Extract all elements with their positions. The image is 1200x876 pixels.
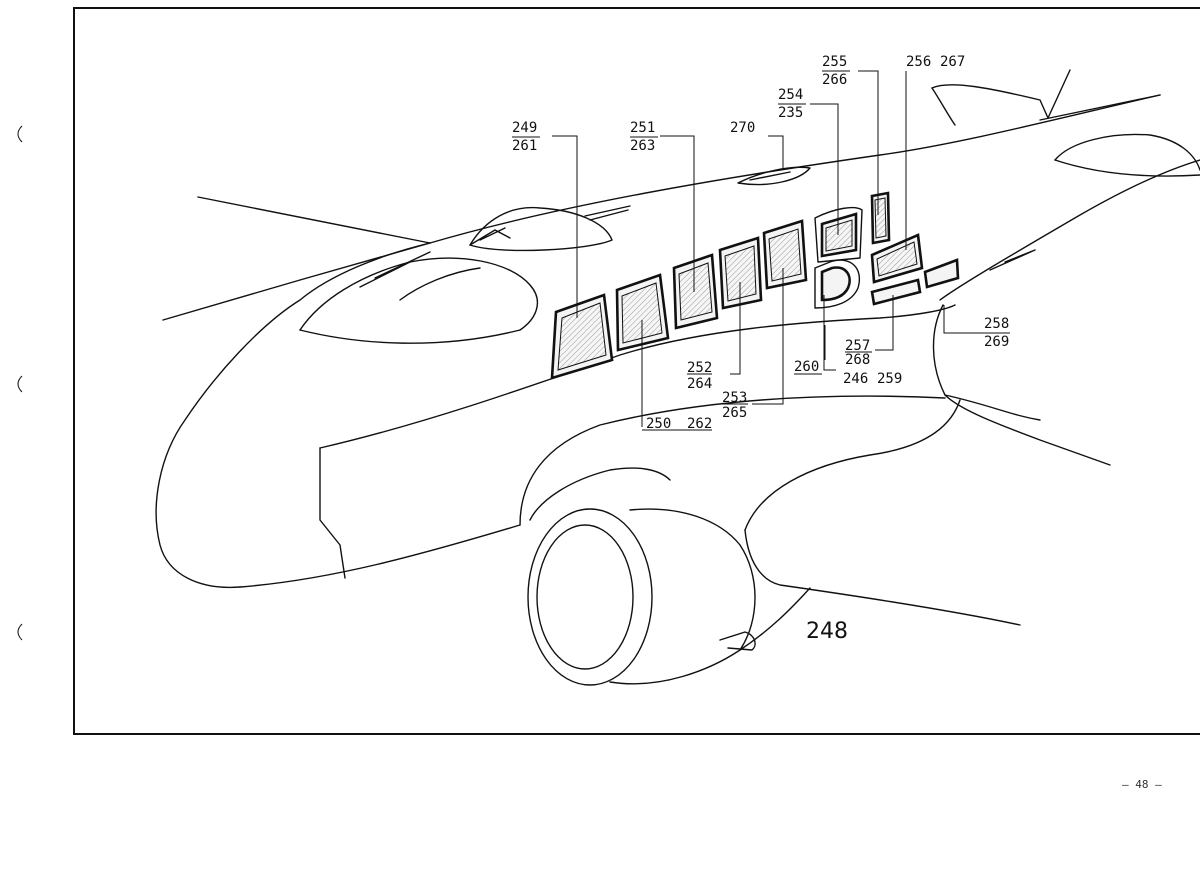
window-257 — [870, 278, 922, 306]
drawing-border — [73, 7, 1200, 735]
callout-255-266: 255 266 — [822, 54, 850, 88]
callout-246-259: 246 259 — [843, 371, 902, 387]
callout-268: 268 — [845, 352, 870, 368]
callout-259: 259 — [877, 371, 902, 387]
callout-235: 235 — [778, 105, 803, 121]
binder-holes — [17, 125, 23, 641]
callout-250: 250 — [646, 416, 671, 432]
callout-256: 256 — [906, 54, 931, 70]
callout-266: 266 — [822, 72, 847, 88]
callout-251: 251 — [630, 120, 655, 136]
callout-249-261: 249 261 — [512, 120, 540, 154]
callout-labels: 249 261 251 263 270 254 235 255 266 256 … — [512, 54, 1010, 432]
window-249 — [550, 293, 614, 380]
callout-251-263: 251 263 — [630, 120, 658, 154]
page-number: — 48 — — [1122, 778, 1162, 791]
figure-number: 248 — [806, 619, 848, 644]
window-250 — [615, 273, 670, 352]
callout-250-262: 250 262 — [642, 416, 712, 432]
callout-264: 264 — [687, 376, 712, 392]
callout-260: 260 — [794, 359, 822, 375]
callout-246: 246 — [843, 371, 868, 387]
windows — [550, 191, 960, 380]
fuselage — [155, 69, 1200, 686]
window-251 — [672, 253, 719, 330]
callout-258: 258 — [984, 316, 1009, 332]
callout-255: 255 — [822, 54, 847, 70]
callout-257-268: 257 268 — [845, 338, 872, 368]
callout-253: 253 — [722, 390, 747, 406]
callout-265: 265 — [722, 405, 747, 421]
callout-261: 261 — [512, 138, 537, 154]
callout-256-267: 256 267 — [906, 54, 965, 70]
callout-254: 254 — [778, 87, 803, 103]
callout-269: 269 — [984, 334, 1009, 350]
callout-270: 270 — [730, 120, 755, 136]
callout-257: 257 — [845, 338, 870, 354]
callout-253-265: 253 265 — [722, 390, 748, 421]
callout-270-label: 270 — [730, 120, 755, 136]
callout-258-269: 258 269 — [944, 316, 1010, 350]
callout-254-235: 254 235 — [778, 87, 806, 121]
window-255 — [870, 191, 891, 245]
callout-262: 262 — [687, 416, 712, 432]
window-246 — [814, 259, 861, 309]
callout-260-label: 260 — [794, 359, 819, 375]
window-258 — [923, 258, 960, 289]
callout-249: 249 — [512, 120, 537, 136]
callout-267: 267 — [940, 54, 965, 70]
window-252 — [718, 236, 763, 310]
callout-263: 263 — [630, 138, 655, 154]
window-256 — [870, 233, 924, 284]
window-254 — [814, 206, 863, 263]
window-253 — [762, 219, 808, 290]
callout-252-264: 252 264 — [687, 360, 712, 392]
callout-252: 252 — [687, 360, 712, 376]
